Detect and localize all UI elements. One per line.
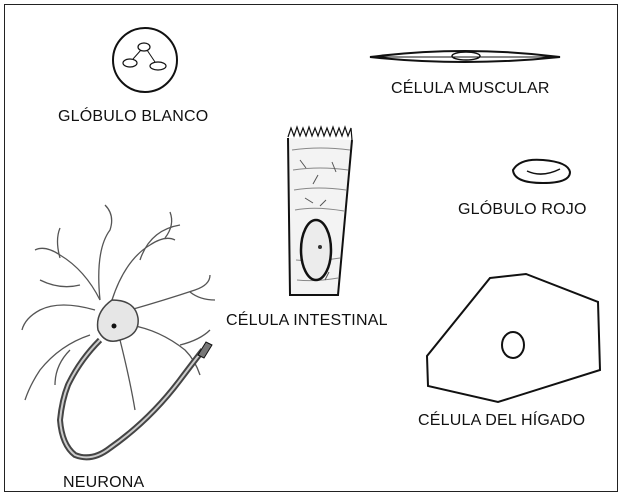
label-celula-muscular: CÉLULA MUSCULAR	[391, 80, 550, 98]
label-globulo-blanco: GLÓBULO BLANCO	[58, 108, 208, 126]
label-neurona: NEURONA	[63, 474, 144, 492]
label-celula-del-higado: CÉLULA DEL HÍGADO	[418, 412, 585, 430]
label-celula-intestinal: CÉLULA INTESTINAL	[226, 312, 388, 330]
label-globulo-rojo: GLÓBULO ROJO	[458, 201, 587, 219]
